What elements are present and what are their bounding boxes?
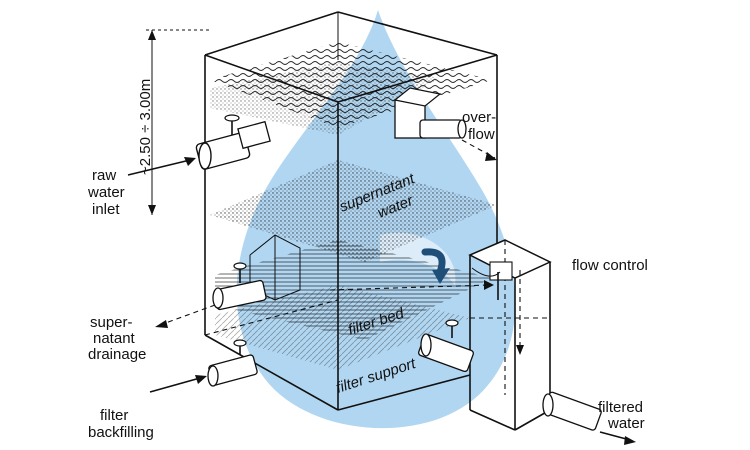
overflow-label-1: over- <box>462 109 496 126</box>
filtered-water-pipe <box>542 391 602 431</box>
filtered-water-label-2: water <box>607 415 645 432</box>
filter-backfilling-label-1: filter <box>100 407 128 424</box>
drainage-arrow <box>159 304 216 326</box>
raw-water-inlet-label-1: raw <box>92 167 116 184</box>
inlet-arrow <box>127 159 191 176</box>
backfilling-arrow <box>149 377 201 393</box>
filter-support-layer <box>215 285 470 370</box>
inlet-pipe <box>195 114 271 170</box>
raw-water-inlet-label-3: inlet <box>92 201 120 218</box>
flow-control-label: flow control <box>572 257 648 274</box>
raw-water-inlet-label-2: water <box>87 184 125 201</box>
height-dimension: ~2.50 ÷ 3.00m <box>137 29 210 215</box>
filter-backfilling-label-2: backfilling <box>88 424 154 441</box>
filter-bed-surface <box>210 160 497 262</box>
curved-arrow-icon <box>421 248 446 276</box>
supernatant-drainage-label-2: natant <box>93 330 136 347</box>
height-label: ~2.50 ÷ 3.00m <box>137 79 154 175</box>
overflow-device <box>393 87 467 139</box>
drainage-pipe <box>212 262 267 311</box>
backfilling-pipe <box>207 339 258 387</box>
supernatant-drainage-label-1: super- <box>90 314 133 331</box>
filtered-water-label-1: filtered <box>598 399 643 416</box>
outlet-pipe <box>418 319 474 373</box>
overflow-label-2: flow <box>468 126 495 143</box>
supernatant-drainage-label-3: drainage <box>88 346 146 363</box>
supernatant-layer <box>210 62 440 135</box>
